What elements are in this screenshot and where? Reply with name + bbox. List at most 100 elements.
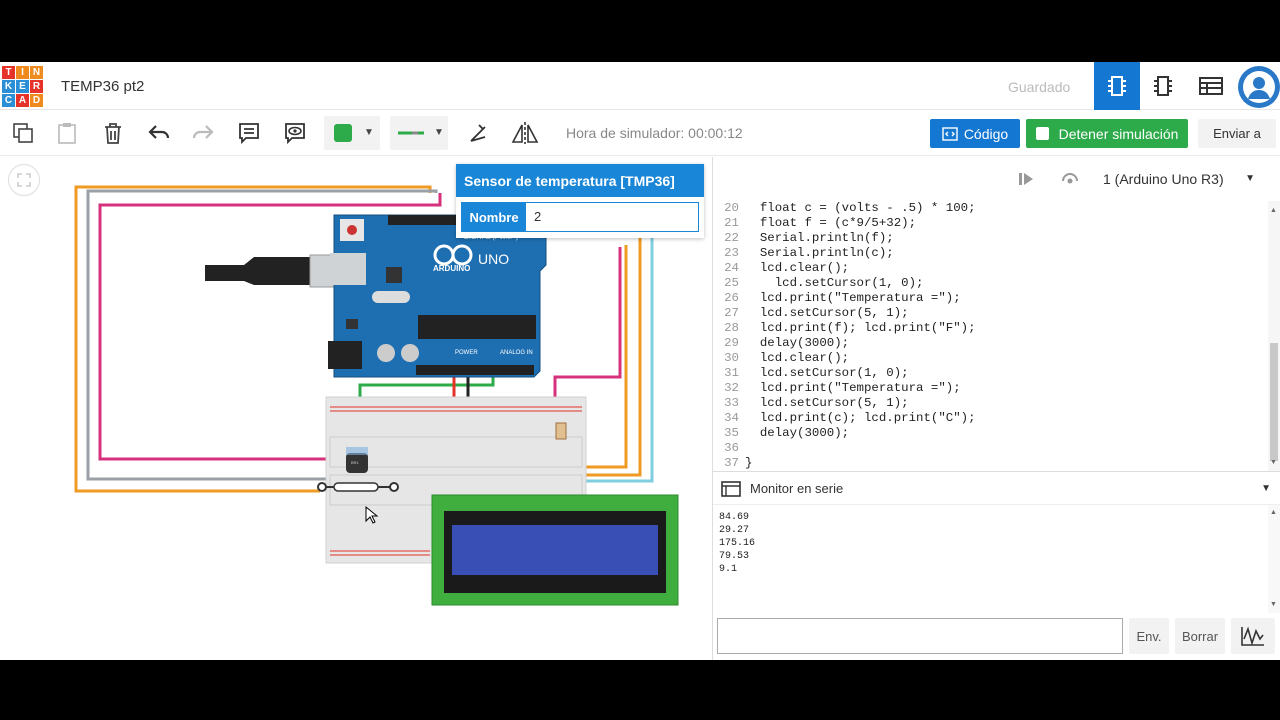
monitor-icon [721, 481, 741, 497]
code-button-label: Código [963, 125, 1009, 142]
serial-scrollbar[interactable]: ▲ ▼ [1268, 505, 1280, 613]
paste-icon [58, 123, 76, 144]
notes-button[interactable] [234, 118, 264, 148]
power-label: POWER [455, 350, 478, 356]
copy-button[interactable] [8, 118, 38, 148]
editor-toolbar: ▼ ▼ Hora de simulador: 00:00:12 Código D… [0, 110, 1280, 156]
user-avatar[interactable] [1238, 66, 1280, 108]
code-panel: 1 (Arduino Uno R3) ▼ 20 float c = (volts… [712, 157, 1280, 660]
line-number: 32 [724, 381, 739, 395]
code-line: 21 float f = (c*9/5+32); [713, 216, 1280, 231]
scroll-up-icon[interactable]: ▲ [1270, 207, 1277, 214]
simulator-time: Hora de simulador: 00:00:12 [566, 125, 743, 141]
logo-letter: I [16, 66, 29, 79]
code-line: 37} [713, 456, 1280, 471]
serial-send-button[interactable]: Env. [1129, 618, 1169, 654]
top-bar: T I N K E R C A D TEMP36 pt2 Guardado [0, 62, 1280, 110]
serial-monitor-header[interactable]: Monitor en serie ▼ [713, 471, 1280, 505]
circuit-canvas[interactable]: DIGITAL (PWM~) ARDUINO UNO POWER ANALOG … [0, 157, 712, 660]
line-number: 33 [724, 396, 739, 410]
table-icon [1199, 77, 1223, 95]
redo-button[interactable] [188, 118, 218, 148]
code-text: delay(3000); [745, 336, 850, 350]
visibility-button[interactable] [280, 118, 310, 148]
logo-letter: R [30, 80, 43, 93]
line-number: 35 [724, 426, 739, 440]
code-line: 33 lcd.setCursor(5, 1); [713, 396, 1280, 411]
serial-line: 84.69 [719, 512, 750, 523]
code-line: 27 lcd.setCursor(5, 1); [713, 306, 1280, 321]
restart-button[interactable] [1059, 169, 1081, 194]
code-scrollbar[interactable]: ▲ ▼ [1268, 201, 1280, 471]
rotate-button[interactable] [464, 118, 494, 148]
wire-orange [74, 185, 432, 493]
code-text: lcd.print("Temperatura ="); [745, 381, 961, 395]
code-text: Serial.println(f); [745, 231, 894, 245]
scroll-up-icon[interactable]: ▲ [1270, 509, 1277, 516]
code-line: 20 float c = (volts - .5) * 100; [713, 201, 1280, 216]
stop-simulation-button[interactable]: Detener simulación [1026, 119, 1188, 148]
line-number: 21 [724, 216, 739, 230]
code-text: lcd.print(c); lcd.print("C"); [745, 411, 976, 425]
component-list-button[interactable] [1188, 62, 1234, 110]
serial-input[interactable] [717, 618, 1123, 654]
code-text: lcd.print("Temperatura ="); [745, 291, 961, 305]
logo-letter: D [30, 94, 43, 107]
code-text: lcd.clear(); [745, 261, 850, 275]
schematic-icon [1154, 76, 1172, 96]
graph-toggle-button[interactable] [1231, 618, 1275, 654]
schematic-view-button[interactable] [1140, 62, 1186, 110]
line-number: 30 [724, 351, 739, 365]
trash-icon [105, 123, 121, 144]
temperature-sensor [346, 447, 368, 473]
code-text: lcd.setCursor(1, 0); [745, 366, 909, 380]
logo-letter: C [2, 94, 15, 107]
fill-color-dropdown[interactable]: ▼ [324, 116, 380, 150]
serial-monitor-title: Monitor en serie [750, 481, 844, 496]
fit-view-button[interactable] [8, 164, 40, 196]
line-number: 27 [724, 306, 739, 320]
resistor [555, 422, 567, 440]
circuit-drawing: DIGITAL (PWM~) ARDUINO UNO POWER ANALOG … [74, 185, 679, 606]
code-line: 36 [713, 441, 1280, 456]
line-number: 36 [724, 441, 739, 455]
code-line: 24 lcd.clear(); [713, 261, 1280, 276]
paste-button[interactable] [52, 118, 82, 148]
project-title[interactable]: TEMP36 pt2 [61, 78, 145, 95]
step-button[interactable] [1017, 171, 1035, 192]
name-field-row: Nombre 2 [461, 202, 699, 232]
slider-handle-left [317, 482, 327, 492]
code-button[interactable]: Código [930, 119, 1020, 148]
scroll-thumb[interactable] [1270, 343, 1278, 461]
chevron-down-icon[interactable]: ▼ [1261, 483, 1271, 494]
code-text: float f = (c*9/5+32); [745, 216, 917, 230]
logo-letter: K [2, 80, 15, 93]
component-properties-popup: Sensor de temperatura [TMP36] Nombre 2 [456, 164, 704, 238]
code-text: lcd.clear(); [745, 351, 850, 365]
stop-icon [1035, 127, 1049, 140]
chevron-down-icon: ▼ [434, 127, 444, 138]
line-number: 22 [724, 231, 739, 245]
code-line: 26 lcd.print("Temperatura ="); [713, 291, 1280, 306]
device-select[interactable]: 1 (Arduino Uno R3) ▼ [1103, 171, 1263, 187]
circuit-view-button[interactable] [1094, 62, 1140, 110]
code-panel-header: 1 (Arduino Uno R3) ▼ [713, 157, 1280, 201]
serial-line: 9.1 [719, 564, 738, 575]
scroll-down-icon[interactable]: ▼ [1270, 459, 1277, 466]
line-number: 20 [724, 201, 739, 215]
serial-line: 79.53 [719, 551, 750, 562]
code-text: float c = (volts - .5) * 100; [745, 201, 976, 215]
scroll-down-icon[interactable]: ▼ [1270, 601, 1277, 608]
name-input[interactable]: 2 [534, 209, 542, 224]
send-to-button[interactable]: Enviar a [1198, 119, 1276, 148]
wire-color-dropdown[interactable]: ▼ [390, 116, 448, 150]
tinkercad-logo[interactable]: T I N K E R C A D [2, 66, 43, 107]
delete-button[interactable] [98, 118, 128, 148]
code-text: lcd.setCursor(5, 1); [745, 396, 909, 410]
flip-button[interactable] [510, 118, 540, 148]
fit-icon [17, 173, 31, 187]
code-editor[interactable]: 20 float c = (volts - .5) * 100;21 float… [713, 201, 1280, 471]
undo-button[interactable] [144, 118, 174, 148]
serial-clear-button[interactable]: Borrar [1175, 618, 1225, 654]
code-line: 30 lcd.clear(); [713, 351, 1280, 366]
